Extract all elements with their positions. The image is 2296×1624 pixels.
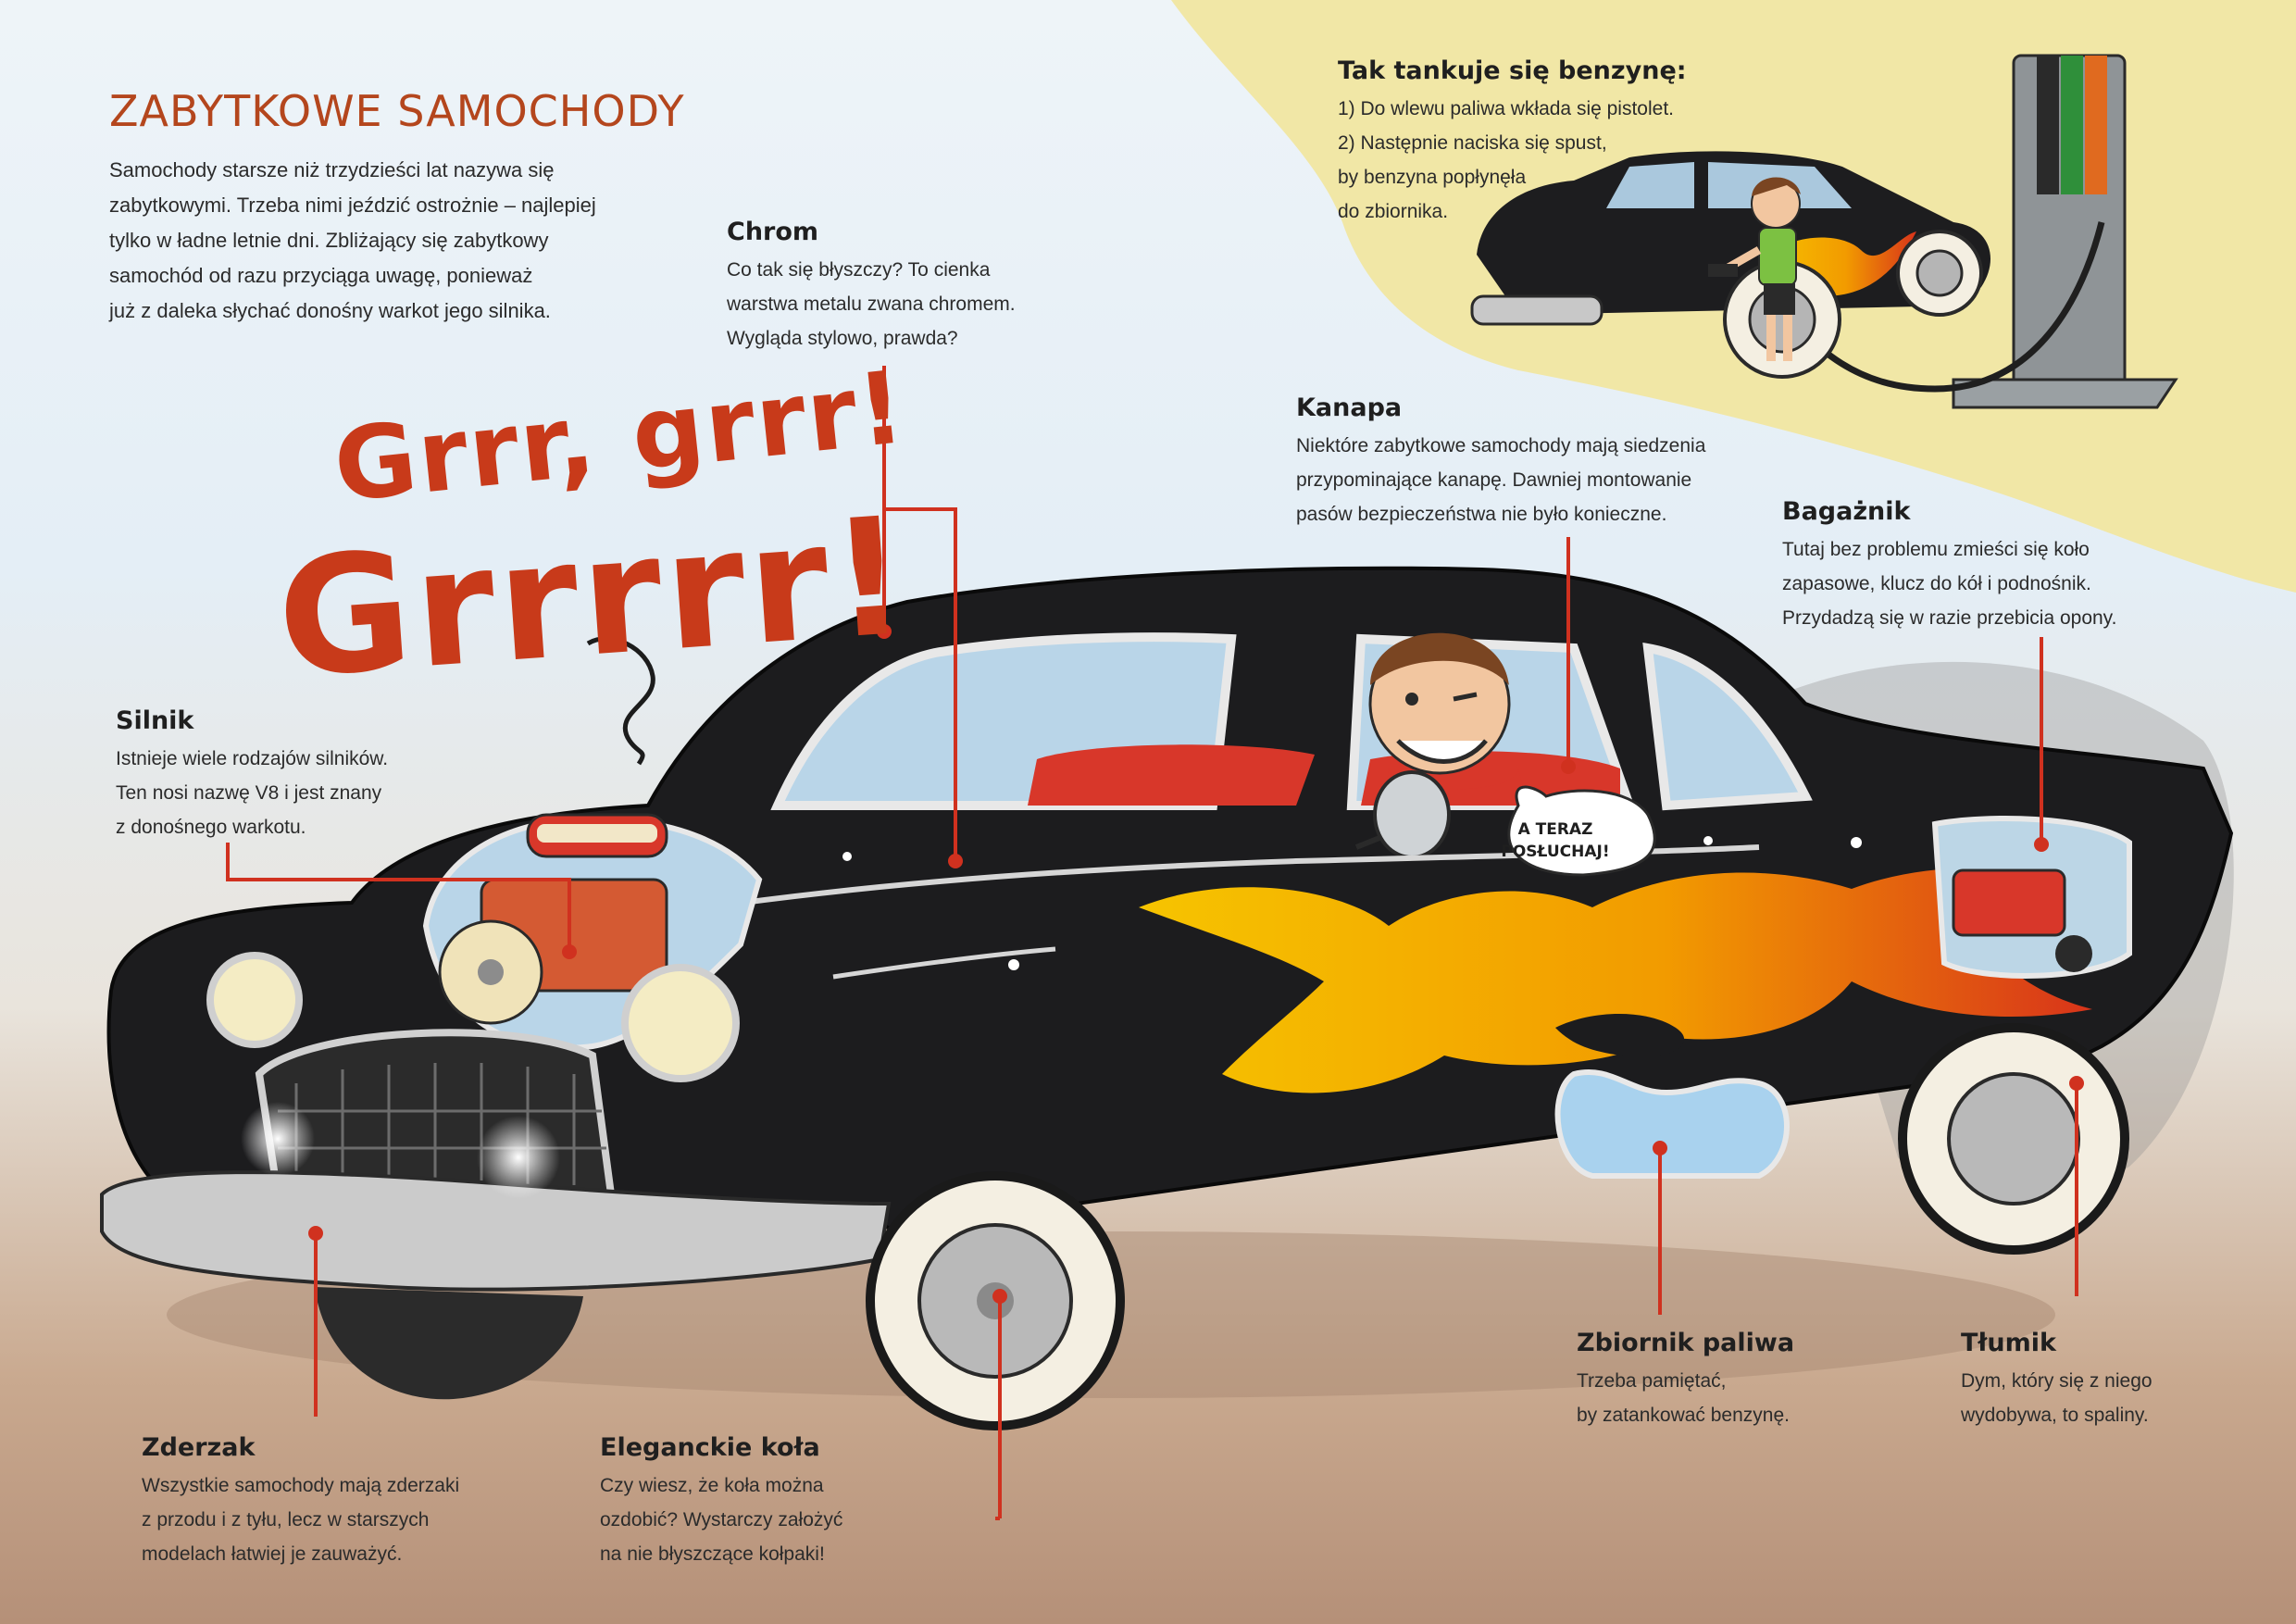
- small-boy-shirt: [1758, 227, 1797, 286]
- annotation-title: Eleganckie koła: [600, 1433, 820, 1462]
- annotation-wheels: Eleganckie koła Czy wiesz, że koła można…: [600, 1430, 842, 1571]
- headlight-right: [621, 964, 740, 1082]
- annotation-line: Istnieje wiele rodzajów silników.: [116, 748, 389, 769]
- annotation-title: Zbiornik paliwa: [1577, 1329, 1795, 1357]
- intro-line: Samochody starsze niż trzydzieści lat na…: [109, 158, 555, 181]
- fuel-tank-cutaway: [1554, 1069, 1790, 1179]
- annotation-trunk: Bagażnik Tutaj bez problemu zmieści się …: [1782, 494, 2116, 635]
- page-title: ZABYTKOWE SAMOCHODY: [109, 85, 685, 136]
- annotation-line: Ten nosi nazwę V8 i jest znany: [116, 782, 382, 804]
- speech-bubble-line: POSŁUCHAJ!: [1501, 843, 1610, 861]
- annotation-line: warstwa metalu zwana chromem.: [727, 294, 1016, 315]
- annotation-chrome: Chrom Co tak się błyszczy? To cienka war…: [727, 215, 1016, 356]
- annotation-line: zapasowe, klucz do kół i podnośnik.: [1782, 573, 2091, 594]
- annotation-line: z donośnego warkotu.: [116, 817, 306, 838]
- annotation-line: 1) Do wlewu paliwa wkłada się pistolet.: [1338, 98, 1674, 119]
- annotation-line: ozdobić? Wystarczy założyć: [600, 1509, 843, 1530]
- annotation-line: na nie błyszczące kołpaki!: [600, 1543, 825, 1565]
- annotation-line: by zatankować benzynę.: [1577, 1405, 1790, 1426]
- annotation-title: Kanapa: [1296, 394, 1403, 422]
- annotation-fuel-howto: Tak tankuje się benzynę: 1) Do wlewu pal…: [1338, 54, 1687, 229]
- small-car-bumper: [1470, 294, 1603, 326]
- annotation-title: Bagażnik: [1782, 497, 1911, 526]
- annotation-line: 2) Następnie naciska się spust,: [1338, 132, 1607, 154]
- leader-lines: [226, 366, 2078, 1520]
- fuel-station-scene: [1470, 54, 2178, 409]
- sparkles: [842, 836, 1862, 970]
- fuel-pump-base: [1952, 378, 2178, 409]
- annotation-line: Co tak się błyszczy? To cienka: [727, 259, 991, 281]
- intro-line: zabytkowymi. Trzeba nimi jeździć ostrożn…: [109, 194, 596, 217]
- intro-line: już z daleka słychać donośny warkot jego…: [109, 299, 551, 322]
- car-jack: [1952, 868, 2066, 937]
- annotation-line: Niektóre zabytkowe samochody mają siedze…: [1296, 435, 1706, 456]
- sound-squiggle: [586, 636, 655, 766]
- annotation-line: modelach łatwiej je zauważyć.: [142, 1543, 403, 1565]
- annotation-line: przypominające kanapę. Dawniej montowani…: [1296, 469, 1692, 491]
- leader-dots: [308, 624, 2084, 1304]
- speech-bubble-line: A TERAZ: [1517, 820, 1593, 839]
- annotation-sofa: Kanapa Niektóre zabytkowe samochody mają…: [1296, 391, 1705, 531]
- side-window-rear: [1642, 642, 1813, 811]
- annotation-engine: Silnik Istnieje wiele rodzajów silników.…: [116, 704, 388, 844]
- annotation-line: Przydadzą się w razie przebicia opony.: [1782, 607, 2117, 629]
- annotation-line: Trzeba pamiętać,: [1577, 1370, 1727, 1392]
- headlight-left: [206, 952, 303, 1048]
- annotation-line: Dym, który się z niego: [1961, 1370, 2152, 1392]
- fuel-nozzle: [1708, 264, 1738, 277]
- annotation-fuel-tank: Zbiornik paliwa Trzeba pamiętać, by zata…: [1577, 1326, 1794, 1432]
- annotation-title: Chrom: [727, 218, 819, 246]
- annotation-line: by benzyna popłynęła: [1338, 167, 1527, 188]
- annotation-title: Silnik: [116, 706, 194, 735]
- annotation-muffler: Tłumik Dym, który się z niego wydobywa, …: [1961, 1326, 2152, 1432]
- speech-bubble-text: A TERAZ POSŁUCHAJ!: [1491, 818, 1620, 863]
- annotation-title: Tłumik: [1961, 1329, 2057, 1357]
- annotation-line: z przodu i z tyłu, lecz w starszych: [142, 1509, 430, 1530]
- intro-paragraph: Samochody starsze niż trzydzieści lat na…: [109, 153, 628, 329]
- side-mirror: [1373, 770, 1451, 859]
- intro-line: tylko w ładne letnie dni. Zbliżający się…: [109, 229, 549, 252]
- annotation-line: do zbiornika.: [1338, 201, 1449, 222]
- annotation-title: Tak tankuje się benzynę:: [1338, 56, 1687, 85]
- annotation-line: wydobywa, to spaliny.: [1961, 1405, 2149, 1426]
- intro-line: samochód od razu przyciąga uwagę, poniew…: [109, 264, 533, 287]
- annotation-line: Tutaj bez problemu zmieści się koło: [1782, 539, 2090, 560]
- annotation-line: pasów bezpieczeństwa nie było konieczne.: [1296, 504, 1667, 525]
- main-car: [100, 566, 2234, 1430]
- annotation-bumper: Zderzak Wszystkie samochody mają zderzak…: [142, 1430, 459, 1571]
- annotation-line: Wygląda stylowo, prawda?: [727, 328, 958, 349]
- flame-decal: [1139, 868, 2092, 1093]
- car-seat-red: [1028, 744, 1315, 806]
- front-left-wheel-back: [315, 1287, 583, 1400]
- annotation-title: Zderzak: [142, 1433, 256, 1462]
- speech-bubble-shape: [1507, 785, 1656, 877]
- annotation-line: Wszystkie samochody mają zderzaki: [142, 1475, 460, 1496]
- annotation-line: Czy wiesz, że koła można: [600, 1475, 824, 1496]
